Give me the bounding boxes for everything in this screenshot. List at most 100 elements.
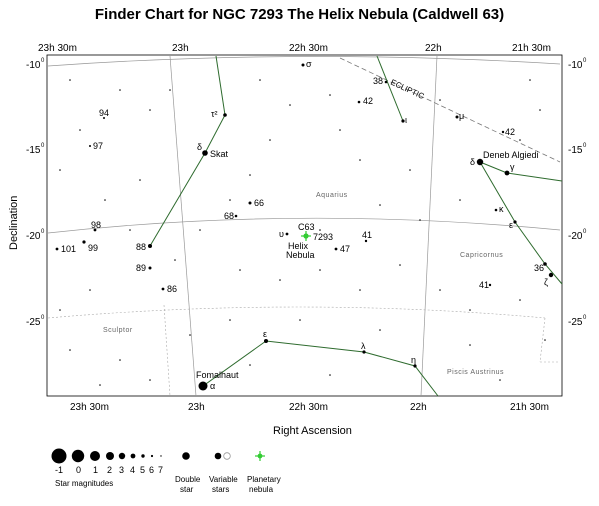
label-42a: 42	[363, 96, 373, 106]
label-38: 38	[373, 76, 383, 86]
svg-text:Variable: Variable	[209, 475, 238, 484]
svg-text:-20: -20	[568, 231, 583, 242]
label-gamma-cap: γ	[510, 162, 515, 172]
star-labels: Skat δ τ² Deneb Algiedi δ γ κ ε 36 ζ 41 …	[61, 59, 548, 391]
label-fomalhaut: Fomalhaut	[196, 370, 239, 380]
svg-text:0: 0	[41, 315, 45, 321]
label-tau2: τ²	[211, 109, 218, 119]
svg-text:0: 0	[41, 229, 45, 235]
svg-text:0: 0	[41, 58, 45, 64]
label-42b: 42	[505, 127, 515, 137]
label-41a: 41	[362, 230, 372, 240]
svg-text:23h 30m: 23h 30m	[38, 43, 77, 54]
chart-title: Finder Chart for NGC 7293 The Helix Nebu…	[94, 6, 505, 23]
svg-text:-1: -1	[55, 465, 63, 475]
svg-text:-20: -20	[26, 231, 41, 242]
label-101: 101	[61, 244, 76, 254]
svg-text:0: 0	[583, 229, 587, 235]
label-upsilon: υ	[279, 229, 284, 239]
svg-text:21h 30m: 21h 30m	[510, 402, 549, 413]
svg-text:22h: 22h	[410, 402, 427, 413]
label-deneb-algiedi: Deneb Algiedi	[483, 150, 539, 160]
label-epsilon-cap: ε	[509, 220, 513, 230]
label-98: 98	[91, 220, 101, 230]
label-99: 99	[88, 243, 98, 253]
background-stars	[59, 79, 546, 386]
svg-text:Planetary: Planetary	[247, 475, 281, 484]
svg-text:1: 1	[93, 465, 98, 475]
legend-magnitudes-label: Star magnitudes	[55, 479, 113, 488]
svg-text:0: 0	[76, 465, 81, 475]
label-47: 47	[340, 244, 350, 254]
label-iota: ι	[405, 115, 407, 125]
legend-double-star-icon	[182, 452, 190, 460]
label-eta: η	[411, 355, 416, 365]
svg-text:0: 0	[583, 143, 587, 149]
chart-frame	[46, 54, 563, 397]
svg-text:0: 0	[41, 143, 45, 149]
ra-ticks-bottom: 23h 30m 23h 22h 30m 22h 21h 30m	[70, 402, 549, 413]
helix-nebula-marker	[301, 231, 311, 241]
target-name-line1: Helix	[288, 241, 309, 251]
svg-text:-10: -10	[568, 60, 583, 71]
constellation-sculptor: Sculptor	[103, 327, 133, 334]
label-kappa: κ	[499, 204, 504, 214]
label-94: 94	[99, 108, 109, 118]
constellation-piscis-austrinus: Piscis Austrinus	[447, 369, 504, 376]
svg-text:3: 3	[119, 465, 124, 475]
svg-text:4: 4	[130, 465, 135, 475]
svg-text:23h: 23h	[172, 43, 189, 54]
label-68: 68	[224, 211, 234, 221]
label-delta-cap: δ	[470, 157, 475, 167]
label-zeta: ζ	[544, 277, 548, 287]
legend-variable-star-icon	[214, 452, 222, 460]
ra-ticks-top: 23h 30m 23h 22h 30m 22h 21h 30m	[38, 43, 551, 54]
svg-text:star: star	[180, 485, 194, 494]
svg-text:-15: -15	[568, 145, 583, 156]
label-88: 88	[136, 242, 146, 252]
constellation-capricornus: Capricornus	[460, 252, 503, 259]
constellation-aquarius: Aquarius	[316, 192, 348, 199]
label-41b: 41	[479, 280, 489, 290]
stars	[55, 63, 554, 391]
label-89: 89	[136, 263, 146, 273]
svg-text:5: 5	[140, 465, 145, 475]
target-name-line2: Nebula	[286, 250, 315, 260]
svg-text:22h: 22h	[425, 43, 442, 54]
label-delta-aqr: δ	[197, 142, 202, 152]
svg-text:Double: Double	[175, 475, 201, 484]
x-axis-title: Right Ascension	[273, 425, 352, 437]
svg-text:22h 30m: 22h 30m	[289, 402, 328, 413]
label-lambda: λ	[361, 341, 366, 351]
target-designation: C63	[298, 222, 315, 232]
svg-text:23h 30m: 23h 30m	[70, 402, 109, 413]
magnitude-scale	[51, 448, 162, 464]
label-epsilon-psa: ε	[263, 329, 267, 339]
svg-text:22h 30m: 22h 30m	[289, 43, 328, 54]
label-36: 36	[534, 263, 544, 273]
ecliptic-line	[339, 57, 561, 163]
svg-text:6: 6	[149, 465, 154, 475]
constellation-boundaries	[47, 304, 560, 397]
label-86: 86	[167, 284, 177, 294]
svg-text:-25: -25	[568, 317, 583, 328]
label-sigma: σ	[306, 59, 312, 69]
label-alpha: α	[210, 381, 215, 391]
svg-text:-15: -15	[26, 145, 41, 156]
legend-planetary-nebula-icon	[255, 451, 265, 461]
legend: -1 0 1 2 3 4 5 6 7 Star magnitudes Doubl…	[51, 448, 281, 494]
svg-text:23h: 23h	[188, 402, 205, 413]
svg-text:0: 0	[583, 58, 587, 64]
svg-text:7: 7	[158, 465, 163, 475]
y-axis-title: Declination	[8, 196, 20, 250]
label-66: 66	[254, 198, 264, 208]
label-mu: μ	[459, 111, 464, 121]
svg-text:0: 0	[583, 315, 587, 321]
label-97: 97	[93, 141, 103, 151]
dec-grid	[47, 56, 561, 234]
ra-grid	[169, 55, 438, 397]
svg-text:stars: stars	[212, 485, 229, 494]
